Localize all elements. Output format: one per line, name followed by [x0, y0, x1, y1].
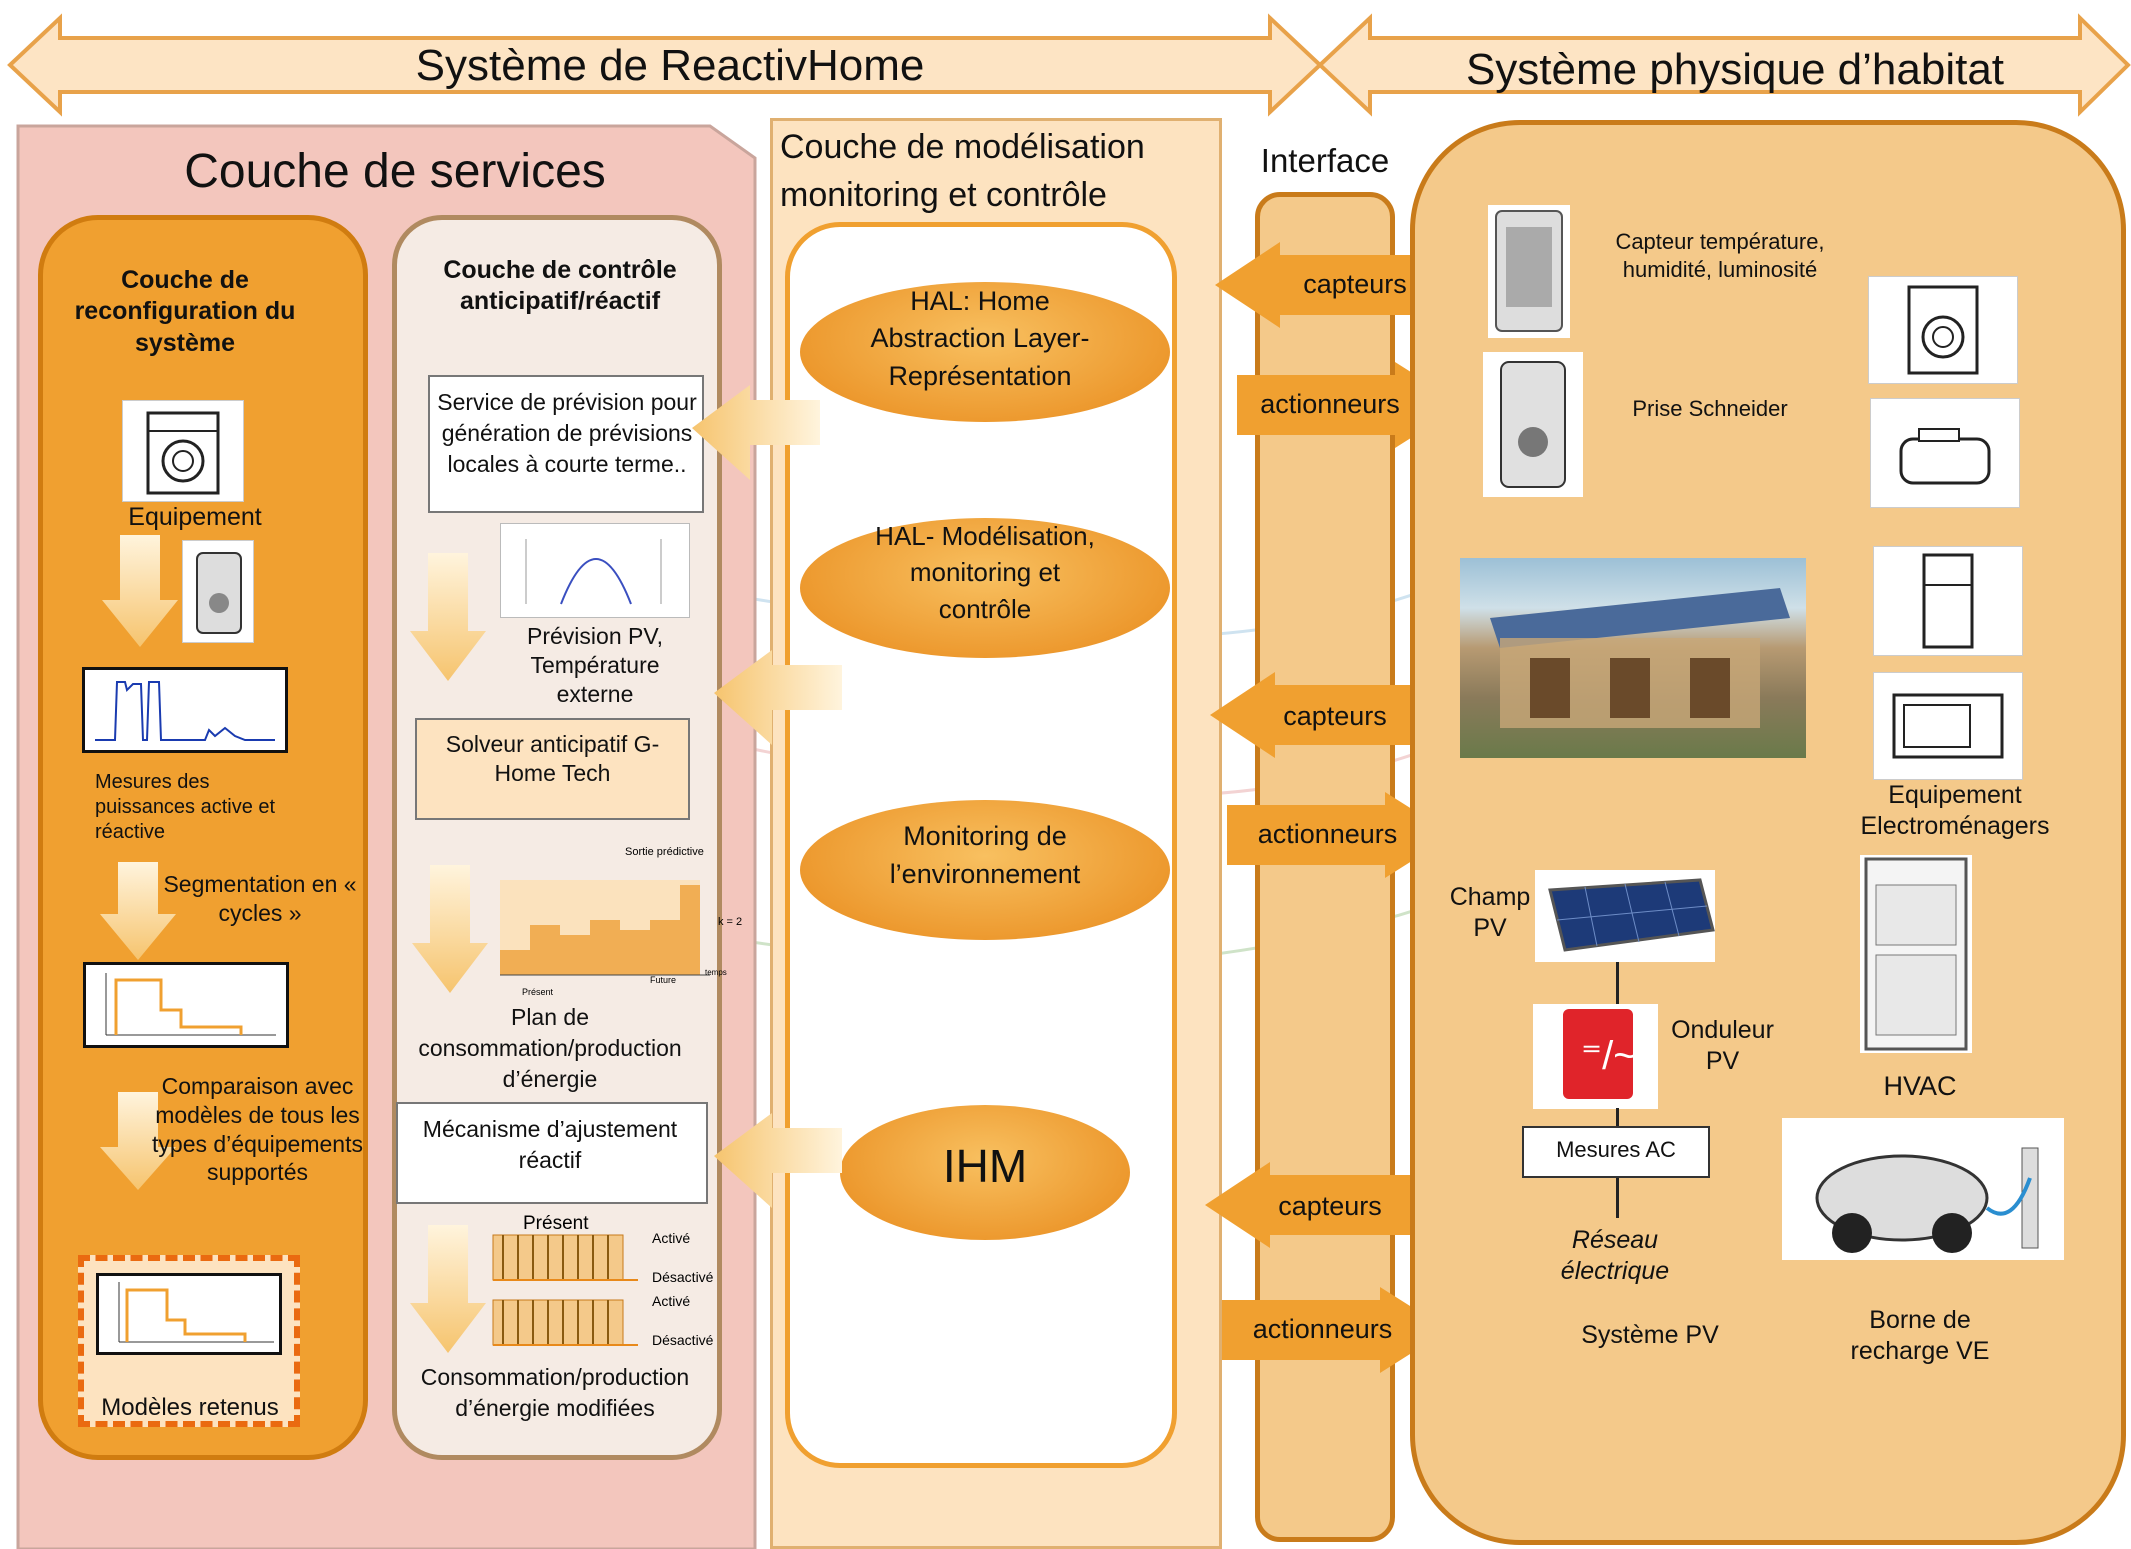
connector-line — [1616, 1108, 1619, 1126]
activation-chart: Présent Activé Désactivé Activé Désactiv… — [492, 1215, 714, 1348]
pv-panel-icon — [1535, 870, 1715, 962]
down-arrow-icon — [412, 865, 488, 993]
reconfig-segmentation: Segmentation en « cycles » — [163, 871, 357, 926]
prevision-service-box — [428, 375, 704, 513]
svg-text:⁼/~: ⁼/~ — [1581, 1034, 1637, 1078]
capteurs-label-2: capteurs — [1283, 701, 1387, 731]
pv-forecast-graph — [500, 523, 690, 618]
services-title: Couche de services — [184, 145, 606, 198]
monitoring-ellipse — [800, 800, 1170, 940]
actuator-arrow-1 — [1237, 362, 1463, 448]
onduleur-text: Onduleur PV — [1671, 1016, 1774, 1076]
svg-text:Future: Future — [650, 975, 676, 985]
systeme-pv-text: Système PV — [1581, 1321, 1719, 1349]
schneider-plug-icon — [1483, 352, 1583, 497]
svg-text:Sortie prédictive: Sortie prédictive — [625, 846, 704, 858]
solveur-box — [415, 718, 690, 820]
hal2-ellipse — [800, 518, 1170, 658]
monitoring-text: Monitoring de l’environnement — [889, 821, 1081, 889]
toaster-icon — [1870, 398, 2020, 508]
interface-title: Interface — [1260, 142, 1390, 179]
reconfig-mesures: Mesures des puissances active et réactiv… — [95, 771, 276, 843]
actuator-arrow-3 — [1222, 1287, 1448, 1373]
ihm-ellipse[interactable] — [840, 1105, 1130, 1240]
plug-icon — [182, 540, 254, 643]
left-arrow-icon — [714, 1113, 842, 1208]
banner-left-title: Système de ReactivHome — [415, 41, 925, 90]
capteurs-label-3: capteurs — [1278, 1191, 1382, 1221]
svg-text:Activé: Activé — [652, 1293, 690, 1309]
svg-text:Présent: Présent — [522, 987, 554, 995]
sensor-device-icon — [1488, 205, 1570, 338]
hal2-text: HAL- Modélisation, monitoring et contrôl… — [875, 521, 1095, 624]
reconfig-comparaison: Comparaison avec modèles de tous les typ… — [152, 1073, 363, 1186]
plan-text: Plan de consommation/production d’énergi… — [418, 1004, 682, 1093]
actuator-arrow-2 — [1227, 792, 1453, 878]
power-measure-graph — [82, 667, 288, 753]
down-arrow-icon — [410, 1225, 486, 1353]
borne-text: Borne de recharge VE — [1850, 1306, 1990, 1366]
prise-text: Prise Schneider — [1632, 396, 1788, 421]
left-arrow-icon — [692, 385, 820, 480]
inverter-icon: ⁼/~ — [1533, 1004, 1658, 1109]
banner-arrows — [7, 13, 2131, 117]
hal1-ellipse — [800, 282, 1170, 422]
mesures-ac-box — [1522, 1126, 1710, 1178]
predictive-chart: Sortie prédictive Présent Future k = 2 t… — [500, 846, 742, 995]
connector-line — [1616, 962, 1619, 1004]
actionneurs-label-2: actionneurs — [1257, 819, 1398, 849]
solveur-text: Solveur anticipatif G-Home Tech — [445, 731, 660, 786]
modeling-title: Couche de modélisation monitoring et con… — [780, 128, 1145, 214]
reconfig-equipement: Equipement — [128, 503, 262, 531]
equipement-text: Equipement Electroménagers — [1860, 781, 2050, 841]
svg-text:k = 2: k = 2 — [718, 916, 742, 928]
capteur-text: Capteur température, humidité, luminosit… — [1615, 229, 1825, 282]
washing-machine-icon — [1868, 276, 2018, 384]
ihm-text: IHM — [942, 1140, 1028, 1192]
left-arrow-icon — [714, 650, 842, 745]
oven-icon — [1873, 672, 2023, 780]
actionneurs-label-3: actionneurs — [1252, 1314, 1393, 1344]
washing-machine-icon — [122, 400, 244, 502]
sensor-arrow-3 — [1205, 1162, 1435, 1248]
connector-line — [1616, 1178, 1619, 1218]
champ-text: Champ PV — [1449, 883, 1531, 943]
hvac-text: HVAC — [1883, 1071, 1957, 1101]
hvac-icon — [1860, 855, 1972, 1053]
capteurs-label-1: capteurs — [1303, 269, 1407, 299]
actionneurs-label-1: actionneurs — [1260, 389, 1400, 419]
svg-text:Présent: Présent — [523, 1215, 589, 1234]
modifiees-text: Consommation/production d’énergie modifi… — [420, 1364, 690, 1422]
cycle-chart — [83, 962, 289, 1048]
down-arrow-icon — [100, 1092, 176, 1190]
down-arrow-icon — [102, 535, 178, 647]
down-arrow-icon — [100, 862, 176, 960]
svg-text:Désactivé: Désactivé — [652, 1332, 714, 1348]
sensor-arrow-2 — [1210, 672, 1440, 758]
svg-text:Désactivé: Désactivé — [652, 1269, 714, 1285]
hal1-text: HAL: Home Abstraction Layer- Représentat… — [870, 286, 1090, 391]
banner-right-title: Système physique d’habitat — [1465, 45, 2005, 94]
retained-models-box — [78, 1255, 300, 1427]
mesures-ac-text: Mesures AC — [1556, 1137, 1676, 1162]
mecanisme-box — [396, 1102, 708, 1204]
reconfig-title: Couche de reconfiguration du système — [74, 266, 296, 357]
prevision-service-text: Service de prévision pour génération de … — [437, 389, 697, 478]
mecanisme-text: Mécanisme d’ajustement réactif — [422, 1116, 678, 1174]
fridge-icon — [1873, 546, 2023, 656]
down-arrow-icon — [410, 553, 486, 681]
control-title: Couche de contrôle anticipatif/réactif — [443, 256, 677, 316]
sensor-arrow-1 — [1215, 242, 1455, 328]
ev-car-icon — [1782, 1118, 2064, 1260]
house-photo — [1460, 558, 1806, 758]
svg-text:Activé: Activé — [652, 1230, 690, 1246]
reseau-text: Réseau électrique — [1560, 1226, 1670, 1286]
prevision-pv-text: Prévision PV, Température externe — [527, 623, 663, 707]
reconfig-modeles: Modèles retenus — [101, 1394, 279, 1421]
svg-text:temps: temps — [705, 968, 727, 977]
